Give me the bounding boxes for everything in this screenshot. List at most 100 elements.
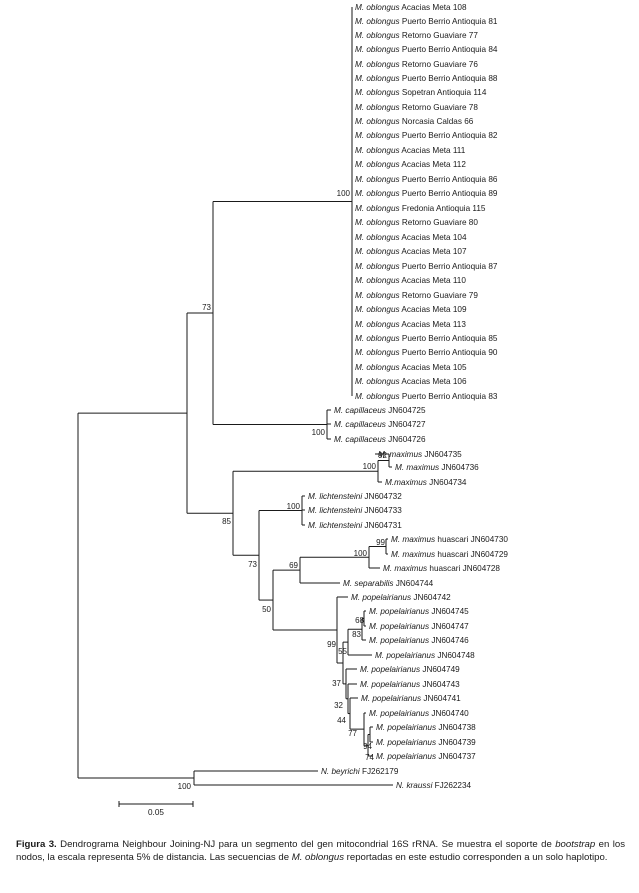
tip-locality: Acacias Meta 110 (400, 276, 467, 285)
tip-label: M. popelairianus JN604747 (369, 622, 469, 631)
tip-label: M. oblongus Retorno Guaviare 78 (355, 103, 478, 112)
tip-label: M. maximus JN604736 (395, 463, 479, 472)
tip-label: M.maximus JN604734 (385, 478, 467, 487)
tip-locality: JN604727 (386, 420, 426, 429)
bootstrap-value: 32 (334, 701, 343, 710)
tip-label: M. oblongus Acacias Meta 108 (355, 3, 467, 12)
tip-label: M. oblongus Sopetran Antioquia 114 (355, 88, 487, 97)
tip-locality: Retorno Guaviare 80 (400, 218, 479, 227)
bootstrap-value: 100 (354, 549, 368, 558)
bootstrap-value: 83 (352, 630, 361, 639)
tip-species: M. maximus (378, 450, 422, 459)
tip-species: M. popelairianus (369, 709, 429, 718)
tip-locality: Sopetran Antioquia 114 (400, 88, 487, 97)
tip-label: M. popelairianus JN604740 (369, 709, 469, 718)
tip-locality: JN604742 (411, 593, 451, 602)
tip-species: M. popelairianus (361, 694, 421, 703)
bootstrap-value: 44 (337, 716, 346, 725)
tip-label: M. oblongus Acacias Meta 109 (355, 305, 467, 314)
tip-locality: Norcasia Caldas 66 (400, 117, 474, 126)
bootstrap-value: 55 (338, 647, 347, 656)
tip-label: M. popelairianus JN604737 (376, 752, 476, 761)
tip-locality: JN604745 (429, 607, 469, 616)
tip-locality: Acacias Meta 104 (400, 233, 467, 242)
bootstrap-value: 100 (363, 462, 377, 471)
tip-locality: JN604739 (436, 738, 476, 747)
tip-locality: Puerto Berrio Antioquia 89 (400, 189, 498, 198)
tip-species: M. oblongus (355, 204, 400, 213)
bootstrap-value: 73 (248, 560, 257, 569)
tip-species: M. popelairianus (376, 738, 436, 747)
bootstrap-value: 77 (348, 729, 357, 738)
tip-locality: JN604746 (429, 636, 469, 645)
tip-label: M. oblongus Puerto Berrio Antioquia 82 (355, 131, 498, 140)
caption-text-3: reportadas en este estudio corresponden … (344, 852, 608, 863)
tip-label: M. popelairianus JN604742 (351, 593, 451, 602)
tip-locality: JN604736 (439, 463, 479, 472)
tip-locality: Acacias Meta 108 (400, 3, 467, 12)
bootstrap-value: 100 (178, 782, 192, 791)
tip-locality: Puerto Berrio Antioquia 87 (400, 262, 498, 271)
tip-species: M. oblongus (355, 17, 400, 26)
tip-label: M. oblongus Acacias Meta 113 (355, 320, 466, 329)
tip-locality: Puerto Berrio Antioquia 86 (400, 175, 498, 184)
tip-locality: JN604735 (422, 450, 462, 459)
tip-label: M. maximus huascari JN604728 (383, 564, 500, 573)
tip-species: M. lichtensteini (308, 506, 362, 515)
tip-locality: FJ262179 (360, 767, 399, 776)
bootstrap-values: 1007310092100100991006973855068835599373… (178, 189, 388, 791)
tip-label: M. oblongus Retorno Guaviare 80 (355, 218, 478, 227)
tip-locality: JN604749 (420, 665, 460, 674)
tip-label: M. popelairianus JN604748 (375, 651, 475, 660)
tip-species: M. oblongus (355, 146, 400, 155)
bootstrap-value: 99 (327, 640, 336, 649)
bootstrap-value: 92 (378, 451, 387, 460)
tip-locality: JN604726 (386, 435, 426, 444)
tip-locality: Puerto Berrio Antioquia 82 (400, 131, 498, 140)
tip-locality: JN604725 (386, 406, 426, 415)
tip-label: M. popelairianus JN604738 (376, 723, 476, 732)
tip-label: M. oblongus Norcasia Caldas 66 (355, 117, 474, 126)
tip-species: M. maximus (391, 535, 435, 544)
tip-label: M. popelairianus JN604743 (360, 680, 460, 689)
tip-species: M. maximus (391, 550, 435, 559)
bootstrap-value: 99 (376, 538, 385, 547)
tip-label: M. oblongus Puerto Berrio Antioquia 81 (355, 17, 498, 26)
tip-label: M. popelairianus JN604745 (369, 607, 469, 616)
tip-species: M. oblongus (355, 233, 400, 242)
tip-label: M. lichtensteini JN604731 (308, 521, 402, 530)
tip-species: M. popelairianus (360, 680, 420, 689)
tip-label: M. capillaceus JN604726 (334, 435, 426, 444)
tip-label: M. oblongus Acacias Meta 107 (355, 247, 467, 256)
tip-label: M. oblongus Acacias Meta 110 (355, 276, 466, 285)
tip-label: M. popelairianus JN604746 (369, 636, 469, 645)
caption-label: Figura 3. (16, 839, 57, 850)
tip-species: M. oblongus (355, 31, 400, 40)
tip-locality: Fredonia Antioquia 115 (400, 204, 486, 213)
tip-label: M. oblongus Puerto Berrio Antioquia 85 (355, 334, 498, 343)
tip-species: M. capillaceus (334, 420, 386, 429)
tip-species: M. popelairianus (369, 636, 429, 645)
tip-locality: Acacias Meta 113 (400, 320, 467, 329)
tip-locality: JN604743 (420, 680, 460, 689)
tip-label: M. capillaceus JN604725 (334, 406, 426, 415)
tip-species: M. oblongus (355, 3, 400, 12)
tip-label: M. oblongus Retorno Guaviare 79 (355, 291, 478, 300)
tip-species: M. oblongus (355, 189, 400, 198)
tip-locality: Retorno Guaviare 77 (400, 31, 479, 40)
tip-label: M. oblongus Puerto Berrio Antioquia 88 (355, 74, 498, 83)
tip-locality: JN604734 (427, 478, 467, 487)
tip-locality: huascari JN604729 (435, 550, 508, 559)
tip-locality: Puerto Berrio Antioquia 88 (400, 74, 498, 83)
tip-locality: Acacias Meta 112 (400, 160, 467, 169)
tip-species: M. oblongus (355, 320, 400, 329)
tip-locality: Acacias Meta 111 (400, 146, 466, 155)
tip-species: M. oblongus (355, 218, 400, 227)
tip-species: N. beyrichi (321, 767, 360, 776)
tip-locality: Retorno Guaviare 76 (400, 60, 479, 69)
tip-species: M. oblongus (355, 276, 400, 285)
tree-branches (77, 7, 393, 786)
tip-species: M. popelairianus (375, 651, 435, 660)
bootstrap-value: 68 (355, 616, 364, 625)
